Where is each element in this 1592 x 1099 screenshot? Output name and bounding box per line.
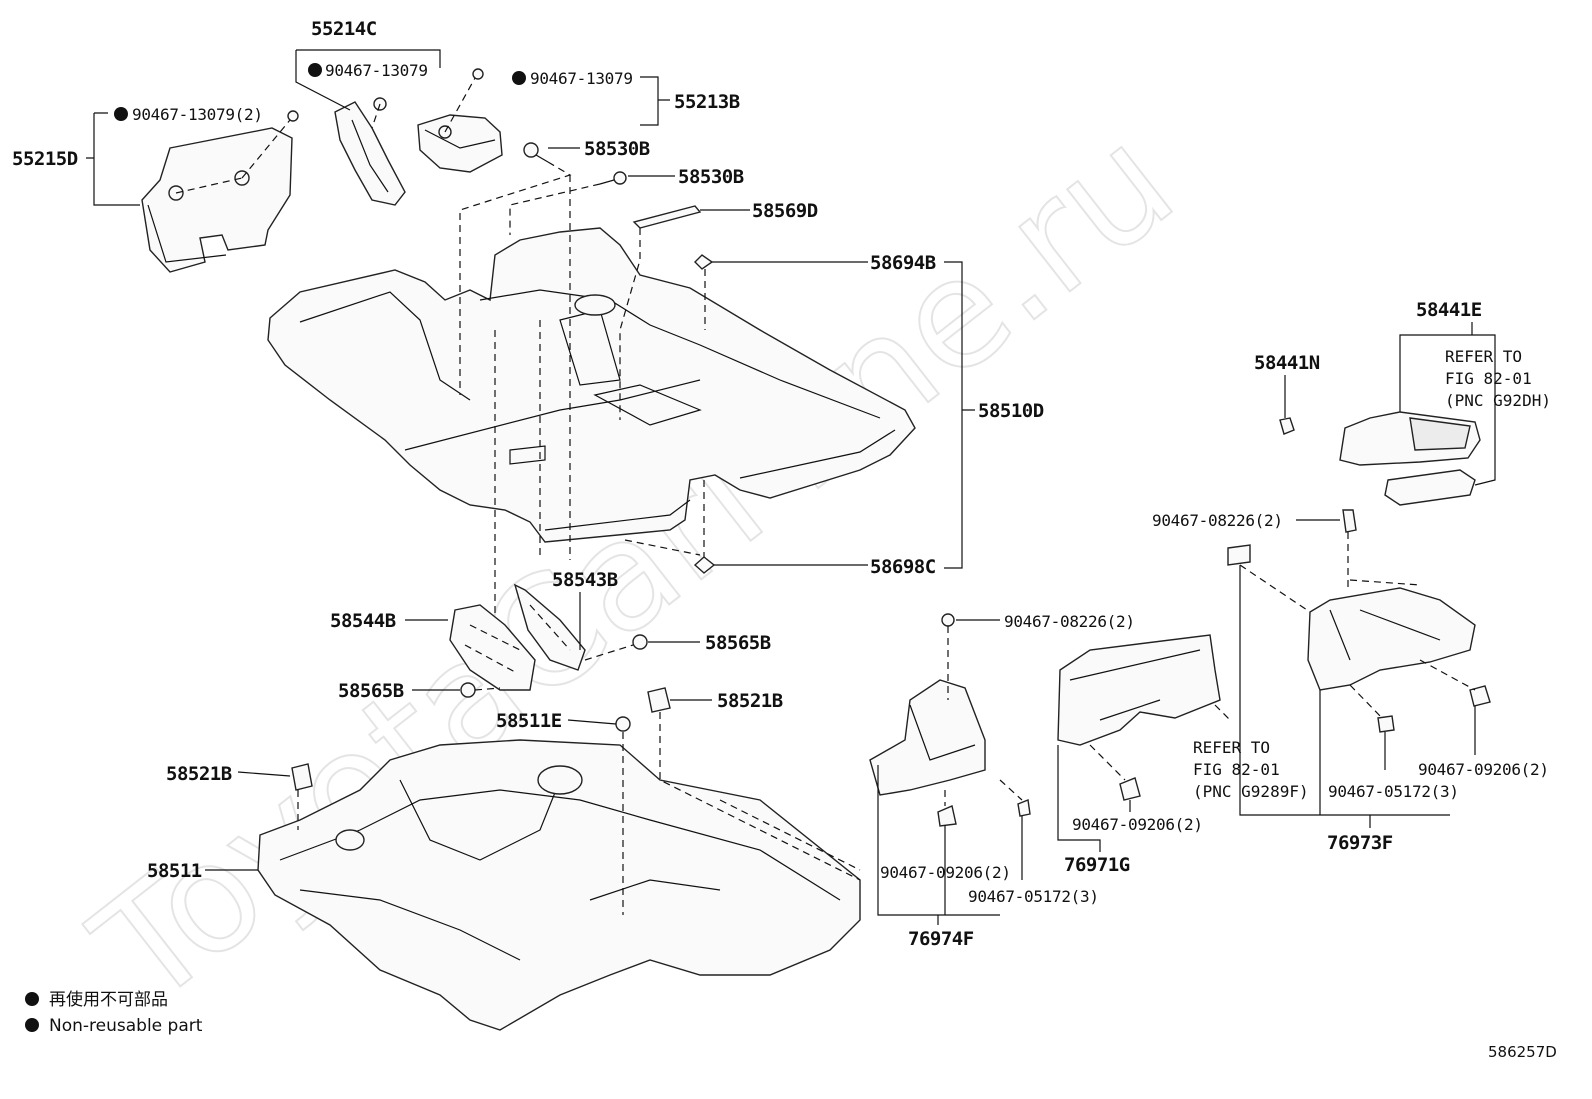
legend-dot-jp: [25, 992, 39, 1006]
part-58569d-drawing: [632, 205, 702, 229]
label-58510d: 58510D: [978, 400, 1044, 422]
non-reusable-dot: [308, 63, 322, 77]
ref-text-2-line1: REFER TO: [1193, 738, 1270, 757]
part-55215d-drawing: [141, 110, 299, 273]
diagram-id: 586257D: [1488, 1043, 1557, 1061]
label-58441e: 58441E: [1416, 299, 1482, 321]
panel-58441e-drawing: [1279, 411, 1481, 506]
label-clip-90467-13079-b: 90467-13079: [530, 69, 633, 88]
label-58694b: 58694B: [870, 252, 936, 274]
legend-dot-en: [25, 1018, 39, 1032]
label-76971g: 76971G: [1064, 854, 1130, 876]
label-58544b: 58544B: [330, 610, 396, 632]
ref-text-1-line2: FIG 82-01: [1445, 369, 1532, 388]
ref-text-1-line3: (PNC G92DH): [1445, 391, 1551, 410]
assembly-lines-top: [459, 161, 706, 615]
label-58530b-a: 58530B: [584, 138, 650, 160]
label-58521b-b: 58521B: [166, 763, 232, 785]
label-clip-90467-13079-2: 90467-13079(2): [132, 105, 263, 124]
carpet-58511-drawing: [257, 739, 861, 1031]
label-58569d: 58569D: [752, 200, 818, 222]
clip-58694b-drawing: [694, 254, 714, 270]
legend-text-jp: 再使用不可部品: [49, 989, 168, 1010]
label-58543b: 58543B: [552, 569, 618, 591]
clip-58511e-drawing: [615, 716, 631, 732]
label-55215d: 55215D: [12, 148, 78, 170]
label-clip-90467-05172-right: 90467-05172(3): [1328, 782, 1459, 801]
label-58698c: 58698C: [870, 556, 936, 578]
bolt-58530b-drawing: [523, 142, 627, 185]
label-76973f: 76973F: [1327, 832, 1393, 854]
label-clip-90467-09206-mid: 90467-09206(2): [1072, 815, 1203, 834]
assembly-lines-bottom: [297, 712, 861, 915]
legend: 再使用不可部品 Non-reusable part: [25, 989, 203, 1036]
label-clip-90467-05172-left: 90467-05172(3): [968, 887, 1099, 906]
label-58511: 58511: [147, 860, 202, 882]
label-58441n: 58441N: [1254, 352, 1320, 374]
leader-lines: [86, 49, 1496, 925]
label-clip-90467-08226-right: 90467-08226(2): [1152, 511, 1283, 530]
non-reusable-dot: [114, 107, 128, 121]
label-58530b-b: 58530B: [678, 166, 744, 188]
label-58565b-a: 58565B: [705, 632, 771, 654]
panel-58544b-drawing: [449, 604, 536, 691]
part-55214c-drawing: [334, 97, 406, 206]
non-reusable-dot: [512, 71, 526, 85]
label-58511e: 58511E: [496, 710, 562, 732]
carpet-58510d-drawing: [267, 227, 916, 543]
panel-76971g-drawing: [1057, 634, 1231, 801]
legend-text-en: Non-reusable part: [49, 1016, 203, 1036]
part-55213b-drawing: [417, 68, 503, 173]
clip-58521b-drawing: [291, 687, 671, 791]
panel-76974f-drawing: [869, 613, 1031, 827]
ref-text-2-line3: (PNC G9289F): [1193, 782, 1309, 801]
label-clip-90467-09206-right: 90467-09206(2): [1418, 760, 1549, 779]
ref-text-2-line2: FIG 82-01: [1193, 760, 1280, 779]
label-58521b-a: 58521B: [717, 690, 783, 712]
label-55214c: 55214C: [311, 18, 377, 40]
label-55213b: 55213B: [674, 91, 740, 113]
label-clip-90467-13079-a: 90467-13079: [325, 61, 428, 80]
label-76974f: 76974F: [908, 928, 974, 950]
label-clip-90467-09206-left: 90467-09206(2): [880, 863, 1011, 882]
panel-58543b-drawing: [513, 583, 586, 671]
label-clip-90467-08226-center: 90467-08226(2): [1004, 612, 1135, 631]
ref-text-1-line1: REFER TO: [1445, 347, 1522, 366]
clip-58565b-drawing: [460, 634, 648, 698]
label-58565b-b: 58565B: [338, 680, 404, 702]
panel-76973f-drawing: [1227, 509, 1491, 733]
